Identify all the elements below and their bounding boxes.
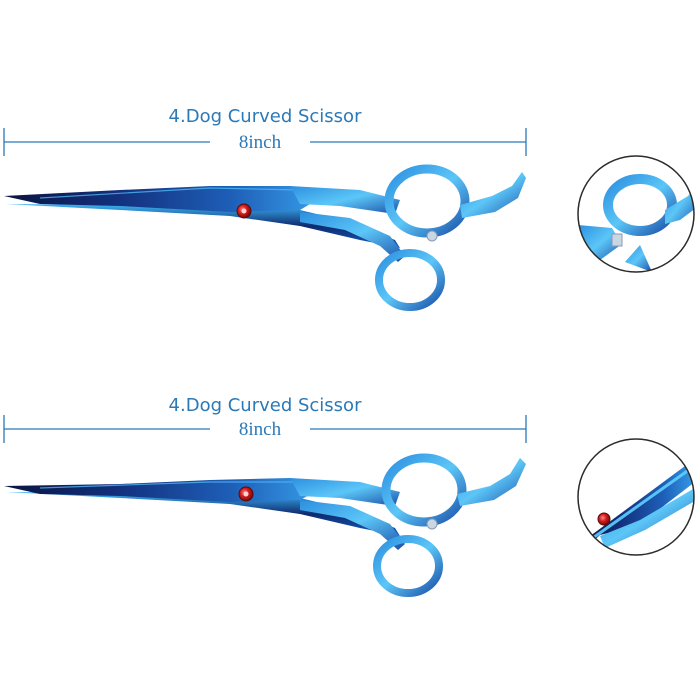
bottom-product-panel: 4.Dog Curved Scissor 8inch: [0, 350, 700, 700]
top-product-panel: 4.Dog Curved Scissor 8inch: [168, 106, 362, 154]
top-detail-circle: [577, 155, 695, 273]
top-product-title: 4.Dog Curved Scissor: [168, 106, 362, 127]
bottom-scissors-image: [4, 453, 526, 597]
bottom-product-title: 4.Dog Curved Scissor: [168, 395, 362, 416]
top-scissors-image: [4, 164, 526, 311]
bottom-dimension-line: [3, 415, 527, 443]
bottom-detail-circle: [577, 438, 695, 556]
bottom-size-label: 8inch: [210, 419, 310, 441]
top-size-label: 8inch: [210, 132, 310, 154]
top-dimension-line: [3, 128, 527, 156]
